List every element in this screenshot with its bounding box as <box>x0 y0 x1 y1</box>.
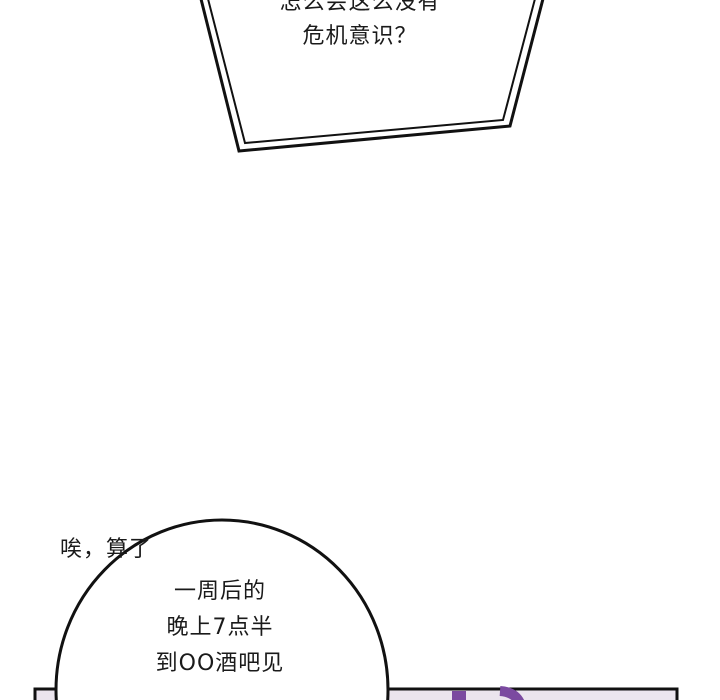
bubble-line: 一周后的 <box>173 579 266 604</box>
speech-bubble-bottom <box>54 518 390 700</box>
bubble-line: 怎么会这么没有 <box>279 0 441 15</box>
speech-bubble-top-text: 怎么会这么没有 危机意识？ <box>230 0 490 54</box>
speech-bubble-bottom-text: 一周后的 晚上7点半 到OO酒吧见 <box>100 574 340 682</box>
bubble-line: 晚上7点半 <box>166 615 274 640</box>
bubble-line: 到OO酒吧见 <box>155 651 285 676</box>
aside-caption: 唉，算了 <box>60 537 153 562</box>
speech-bubble-top <box>199 0 545 153</box>
bubble-line: 危机意识？ <box>302 24 418 49</box>
purple-letter-stroke <box>452 691 466 700</box>
